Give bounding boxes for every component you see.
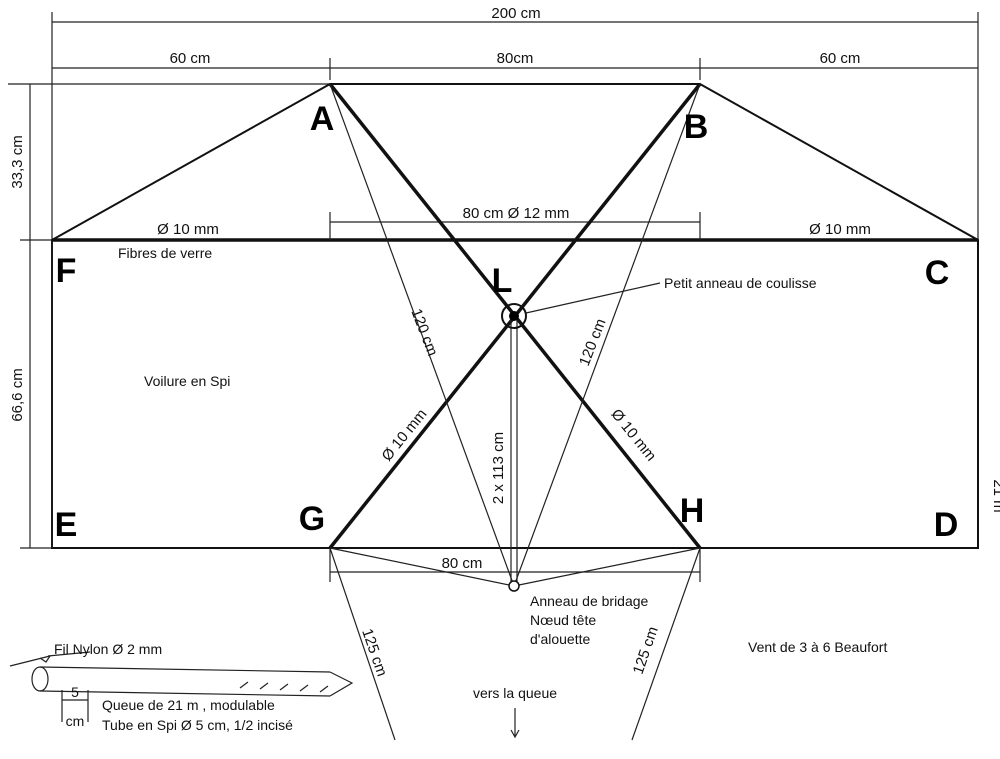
right-width-label: 60 cm — [820, 50, 861, 67]
point-f: F — [56, 252, 77, 290]
nylon-pointer-head — [39, 655, 51, 663]
bottom-span-label: 80 cm — [442, 555, 483, 572]
nylon-label: Fil Nylon Ø 2 mm — [54, 641, 162, 657]
to-tail-arrow — [510, 708, 520, 739]
bridle-a — [329, 83, 515, 587]
tube-width-label: 5 — [71, 684, 79, 700]
bridle-lines — [329, 83, 701, 741]
small-ring-pointer — [525, 282, 661, 314]
diag-left-label: 120 cm — [407, 306, 441, 358]
bridle-ring — [508, 580, 520, 592]
small-ring-label: Petit anneau de coulisse — [664, 275, 817, 291]
point-d: D — [934, 506, 959, 544]
point-a: A — [310, 100, 335, 138]
tube-incisions — [239, 681, 329, 693]
center-spar-label: 80 cm Ø 12 mm — [463, 205, 570, 222]
tube-width-unit: cm — [66, 713, 85, 729]
tail-line-left — [329, 547, 396, 741]
spar-hl-label: Ø 10 mm — [607, 406, 659, 465]
tube-body — [39, 666, 331, 697]
point-b: B — [684, 108, 709, 146]
bridle-h — [513, 547, 701, 587]
sail-label: Voilure en Spi — [144, 373, 230, 389]
small-ring — [501, 303, 527, 329]
right-spar-label: Ø 10 mm — [809, 221, 871, 238]
total-width-label: 200 cm — [491, 5, 540, 22]
nylon-label-leader — [47, 651, 91, 657]
knot-label-line2: d'alouette — [530, 631, 590, 647]
vertical-label: 2 x 113 cm — [490, 432, 507, 504]
tail-label-line1: Queue de 21 m , modulable — [102, 697, 275, 713]
tube-tail-end — [329, 671, 354, 697]
point-e: E — [55, 506, 78, 544]
top-dimensions: 200 cm 60 cm 80cm 60 cm — [51, 5, 979, 240]
to-tail-arrow-head — [510, 729, 520, 739]
rings — [501, 282, 661, 592]
left-spar-label: Ø 10 mm — [157, 221, 219, 238]
tail-line-right — [631, 547, 701, 741]
point-labels: A B C D E F G H L — [55, 100, 959, 544]
knot-label-line1: Nœud tête — [530, 612, 596, 628]
tail-tube: Fil Nylon Ø 2 mm 5 cm Queue de 21 m , mo… — [9, 641, 354, 733]
wind-label: Vent de 3 à 6 Beaufort — [748, 639, 887, 655]
tail-label-line2: Tube en Spi Ø 5 cm, 1/2 incisé — [102, 717, 293, 733]
middle-width-label: 80cm — [497, 50, 534, 67]
bottom-height-label: 66,6 cm — [9, 368, 26, 421]
bridle-ring-label: Anneau de bridage — [530, 593, 649, 609]
to-tail-label: vers la queue — [473, 685, 557, 701]
horizontal-spar: 80 cm Ø 12 mm Ø 10 mm Ø 10 mm — [52, 205, 978, 242]
tube-end — [31, 666, 49, 692]
point-h: H — [680, 492, 705, 530]
bridle-b — [513, 83, 701, 587]
left-width-label: 60 cm — [170, 50, 211, 67]
point-g: G — [299, 500, 325, 538]
bottom-dimension: 80 cm — [329, 548, 701, 582]
left-dimensions: 33,3 cm 66,6 cm — [8, 83, 330, 549]
small-ring-center — [509, 311, 519, 321]
point-c: C — [925, 254, 950, 292]
point-l: L — [492, 262, 513, 300]
bridle-g — [329, 547, 515, 587]
right-edge-label: 21 m — [990, 479, 1000, 512]
bridle-left-label: 125 cm — [358, 627, 390, 679]
nylon-line — [9, 655, 51, 667]
top-height-label: 33,3 cm — [9, 135, 26, 188]
fiberglass-label: Fibres de verre — [118, 245, 212, 261]
notes: Fibres de verre Voilure en Spi Petit ann… — [118, 245, 887, 701]
